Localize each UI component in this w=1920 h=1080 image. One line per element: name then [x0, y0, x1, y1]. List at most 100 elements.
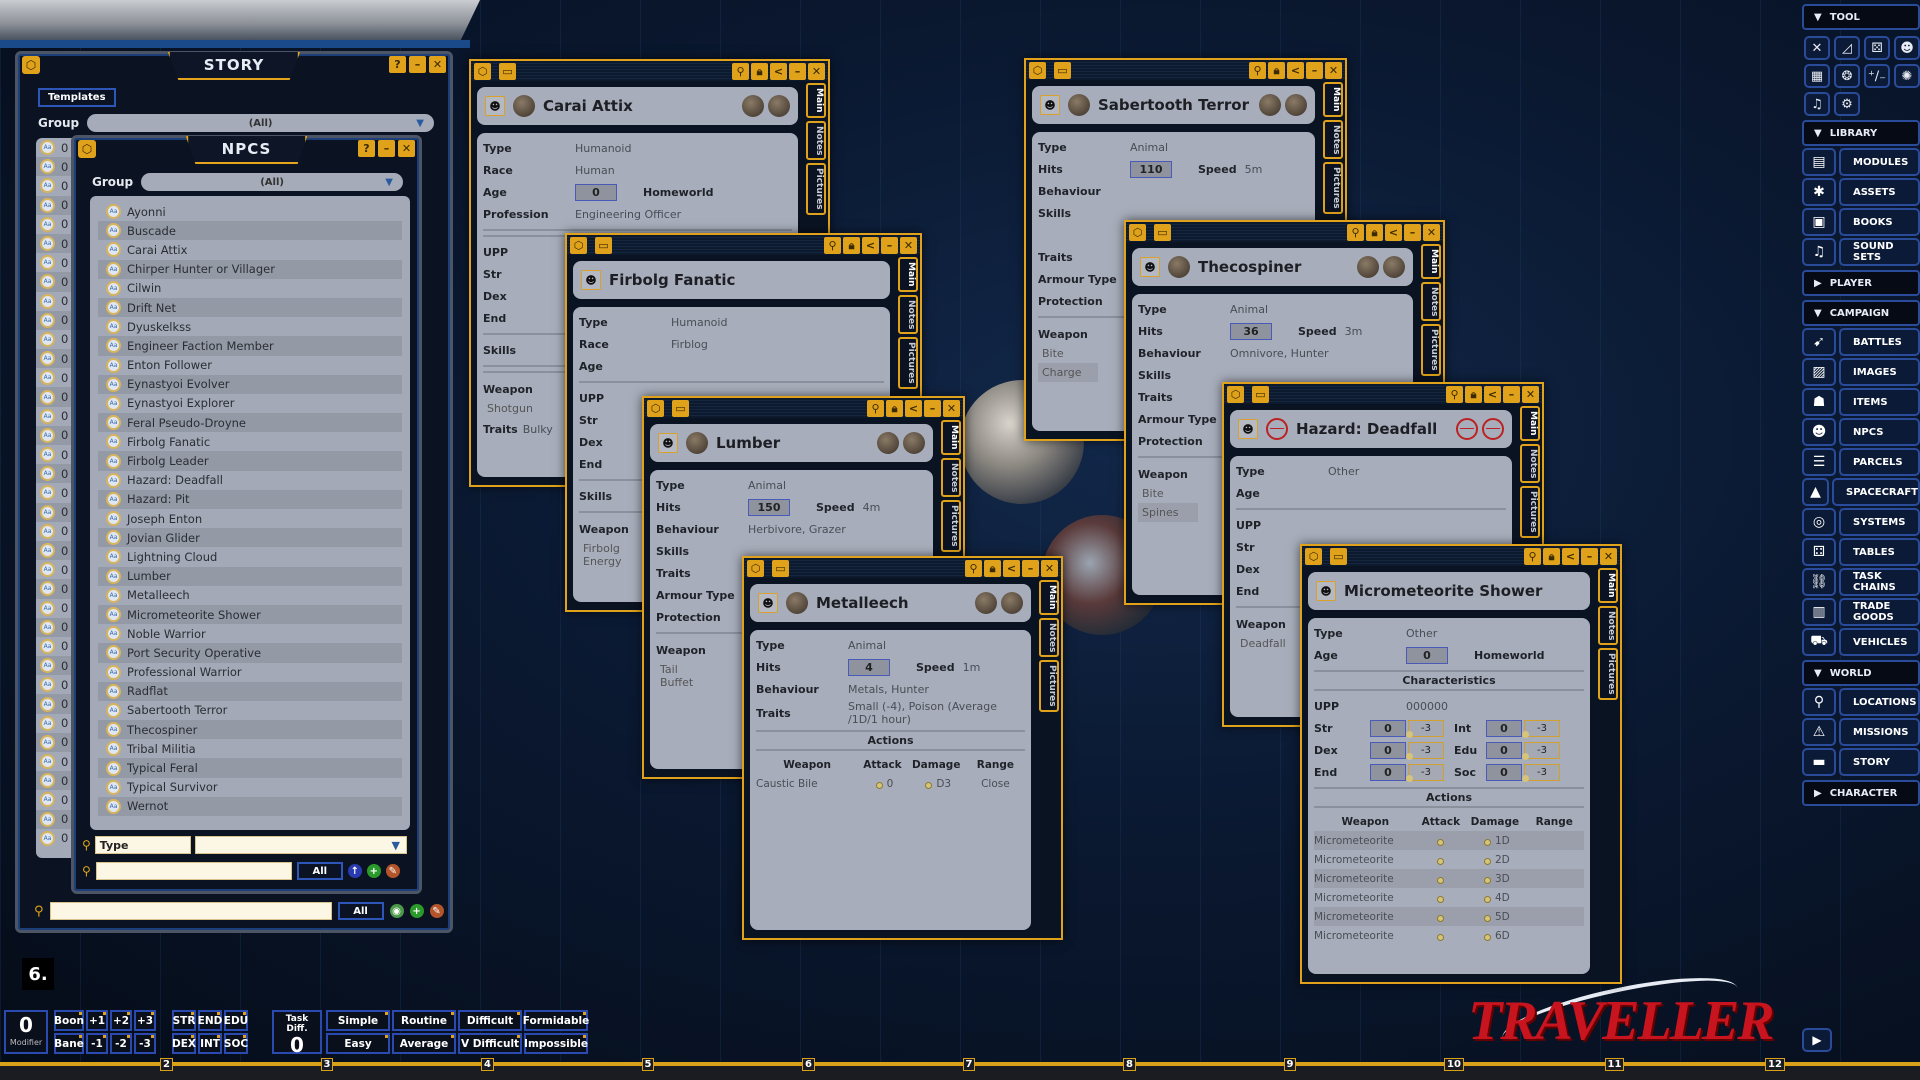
group-select[interactable]: (All)▼: [87, 114, 434, 132]
npc-type-skull-icon[interactable]: ☻: [485, 96, 505, 116]
lock-icon[interactable]: 🔒︎: [751, 63, 768, 80]
sidebar-header-world[interactable]: ▼WORLD: [1802, 660, 1920, 686]
bane-button[interactable]: -3: [134, 1033, 156, 1054]
modifier-field[interactable]: -3: [1522, 719, 1560, 738]
share-icon[interactable]: ◉: [389, 904, 404, 918]
tab-pictures[interactable]: Pictures: [1039, 660, 1059, 712]
sidebar-item-spacecraft[interactable]: ▲SPACECRAFT: [1802, 478, 1920, 506]
tab-main[interactable]: Main: [898, 257, 918, 292]
stat-str-button[interactable]: STR: [172, 1010, 196, 1031]
tab-notes[interactable]: Notes: [1323, 119, 1343, 160]
zoom-icon[interactable]: ⚲: [867, 400, 884, 417]
npc-type-skull-icon[interactable]: ☻: [1238, 419, 1258, 439]
sidebar-item-story[interactable]: ▬STORY: [1802, 748, 1920, 776]
token-icon[interactable]: [975, 592, 997, 614]
zoom-icon[interactable]: ⚲: [1249, 62, 1266, 79]
tab-pictures[interactable]: Pictures: [806, 163, 826, 215]
token-icon[interactable]: [903, 432, 925, 454]
close-button[interactable]: ✕: [398, 140, 415, 157]
window-titlebar[interactable]: ⬡▭⚲🔒︎<–✕: [744, 558, 1061, 578]
token-icon[interactable]: [1383, 256, 1405, 278]
sidebar-item-items[interactable]: ☗ITEMS: [1802, 388, 1920, 416]
lock-icon[interactable]: 🔒︎: [1543, 548, 1560, 565]
sidebar-item-sound-sets[interactable]: ♫SOUND SETS: [1802, 238, 1920, 266]
minimize-button[interactable]: –: [378, 140, 395, 157]
boon-button[interactable]: Boon: [54, 1010, 84, 1031]
tab-notes[interactable]: Notes: [941, 457, 961, 498]
sidebar-item-modules[interactable]: ▤MODULES: [1802, 148, 1920, 176]
token-icon[interactable]: [1001, 592, 1023, 614]
tab-notes[interactable]: Notes: [1039, 617, 1059, 658]
sidebar-item-assets[interactable]: ✱ASSETS: [1802, 178, 1920, 206]
sidebar-item-tables[interactable]: ⚃TABLES: [1802, 538, 1920, 566]
tab-notes[interactable]: Notes: [1421, 281, 1441, 322]
minimize-button[interactable]: –: [1503, 386, 1520, 403]
roll-dot-icon[interactable]: [1437, 895, 1445, 903]
difficulty-routine-button[interactable]: Routine: [392, 1010, 456, 1031]
difficulty-difficult-button[interactable]: Difficult: [458, 1010, 522, 1031]
story-filter-all-button[interactable]: All: [337, 902, 384, 920]
settings-hex-icon[interactable]: ⬡: [570, 237, 587, 254]
zoom-icon[interactable]: ⚲: [732, 63, 749, 80]
number-field[interactable]: 110: [1130, 160, 1172, 178]
difficulty-average-button[interactable]: Average: [392, 1033, 456, 1054]
chat-icon[interactable]: ▭: [1054, 62, 1071, 79]
story-search-input[interactable]: [49, 902, 332, 920]
close-button[interactable]: ✕: [1041, 560, 1058, 577]
gear-icon[interactable]: ⚙: [1834, 92, 1860, 116]
sidebar-item-missions[interactable]: ⚠MISSIONS: [1802, 718, 1920, 746]
token-icon[interactable]: [1259, 94, 1281, 116]
close-button[interactable]: ✕: [808, 63, 825, 80]
window-titlebar[interactable]: ⬡▭⚲🔒︎<–✕: [644, 398, 963, 418]
weapon-item[interactable]: Firbolg Energy: [583, 542, 622, 568]
tab-pictures[interactable]: Pictures: [1598, 648, 1618, 700]
sidebar-item-books[interactable]: ▣BOOKS: [1802, 208, 1920, 236]
difficulty-v-difficult-button[interactable]: V Difficult: [458, 1033, 522, 1054]
minimize-button[interactable]: –: [409, 56, 426, 73]
minimize-button[interactable]: –: [924, 400, 941, 417]
close-button[interactable]: ✕: [1325, 62, 1342, 79]
npc-search-input[interactable]: [95, 862, 292, 880]
minimize-button[interactable]: –: [1306, 62, 1323, 79]
sidebar-item-systems[interactable]: ◎SYSTEMS: [1802, 508, 1920, 536]
share-icon[interactable]: <: [770, 63, 787, 80]
sort-up-icon[interactable]: ↑: [347, 864, 362, 878]
token-icon[interactable]: [1482, 418, 1504, 440]
roll-dot-icon[interactable]: [1484, 933, 1491, 941]
sidebar-item-images[interactable]: ▨IMAGES: [1802, 358, 1920, 386]
window-titlebar[interactable]: ⬡▭⚲🔒︎<–✕: [1026, 60, 1345, 80]
bane-button[interactable]: -2: [110, 1033, 132, 1054]
tab-pictures[interactable]: Pictures: [1520, 486, 1540, 538]
tab-main[interactable]: Main: [1323, 82, 1343, 117]
number-field[interactable]: 0: [1486, 719, 1522, 737]
sidebar-header-library[interactable]: ▼LIBRARY: [1802, 120, 1920, 146]
lock-icon[interactable]: 🔒︎: [984, 560, 1001, 577]
weapon-item[interactable]: Shotgun: [487, 402, 533, 415]
settings-hex-icon[interactable]: ⬡: [747, 560, 764, 577]
token-icon[interactable]: [1456, 418, 1478, 440]
play-button[interactable]: ▶: [1802, 1028, 1832, 1052]
stat-soc-button[interactable]: SOC: [224, 1033, 248, 1054]
tab-main[interactable]: Main: [806, 83, 826, 118]
share-icon[interactable]: <: [1562, 548, 1579, 565]
difficulty-formidable-button[interactable]: Formidable: [523, 1010, 589, 1031]
bane-button[interactable]: Bane: [54, 1033, 84, 1054]
